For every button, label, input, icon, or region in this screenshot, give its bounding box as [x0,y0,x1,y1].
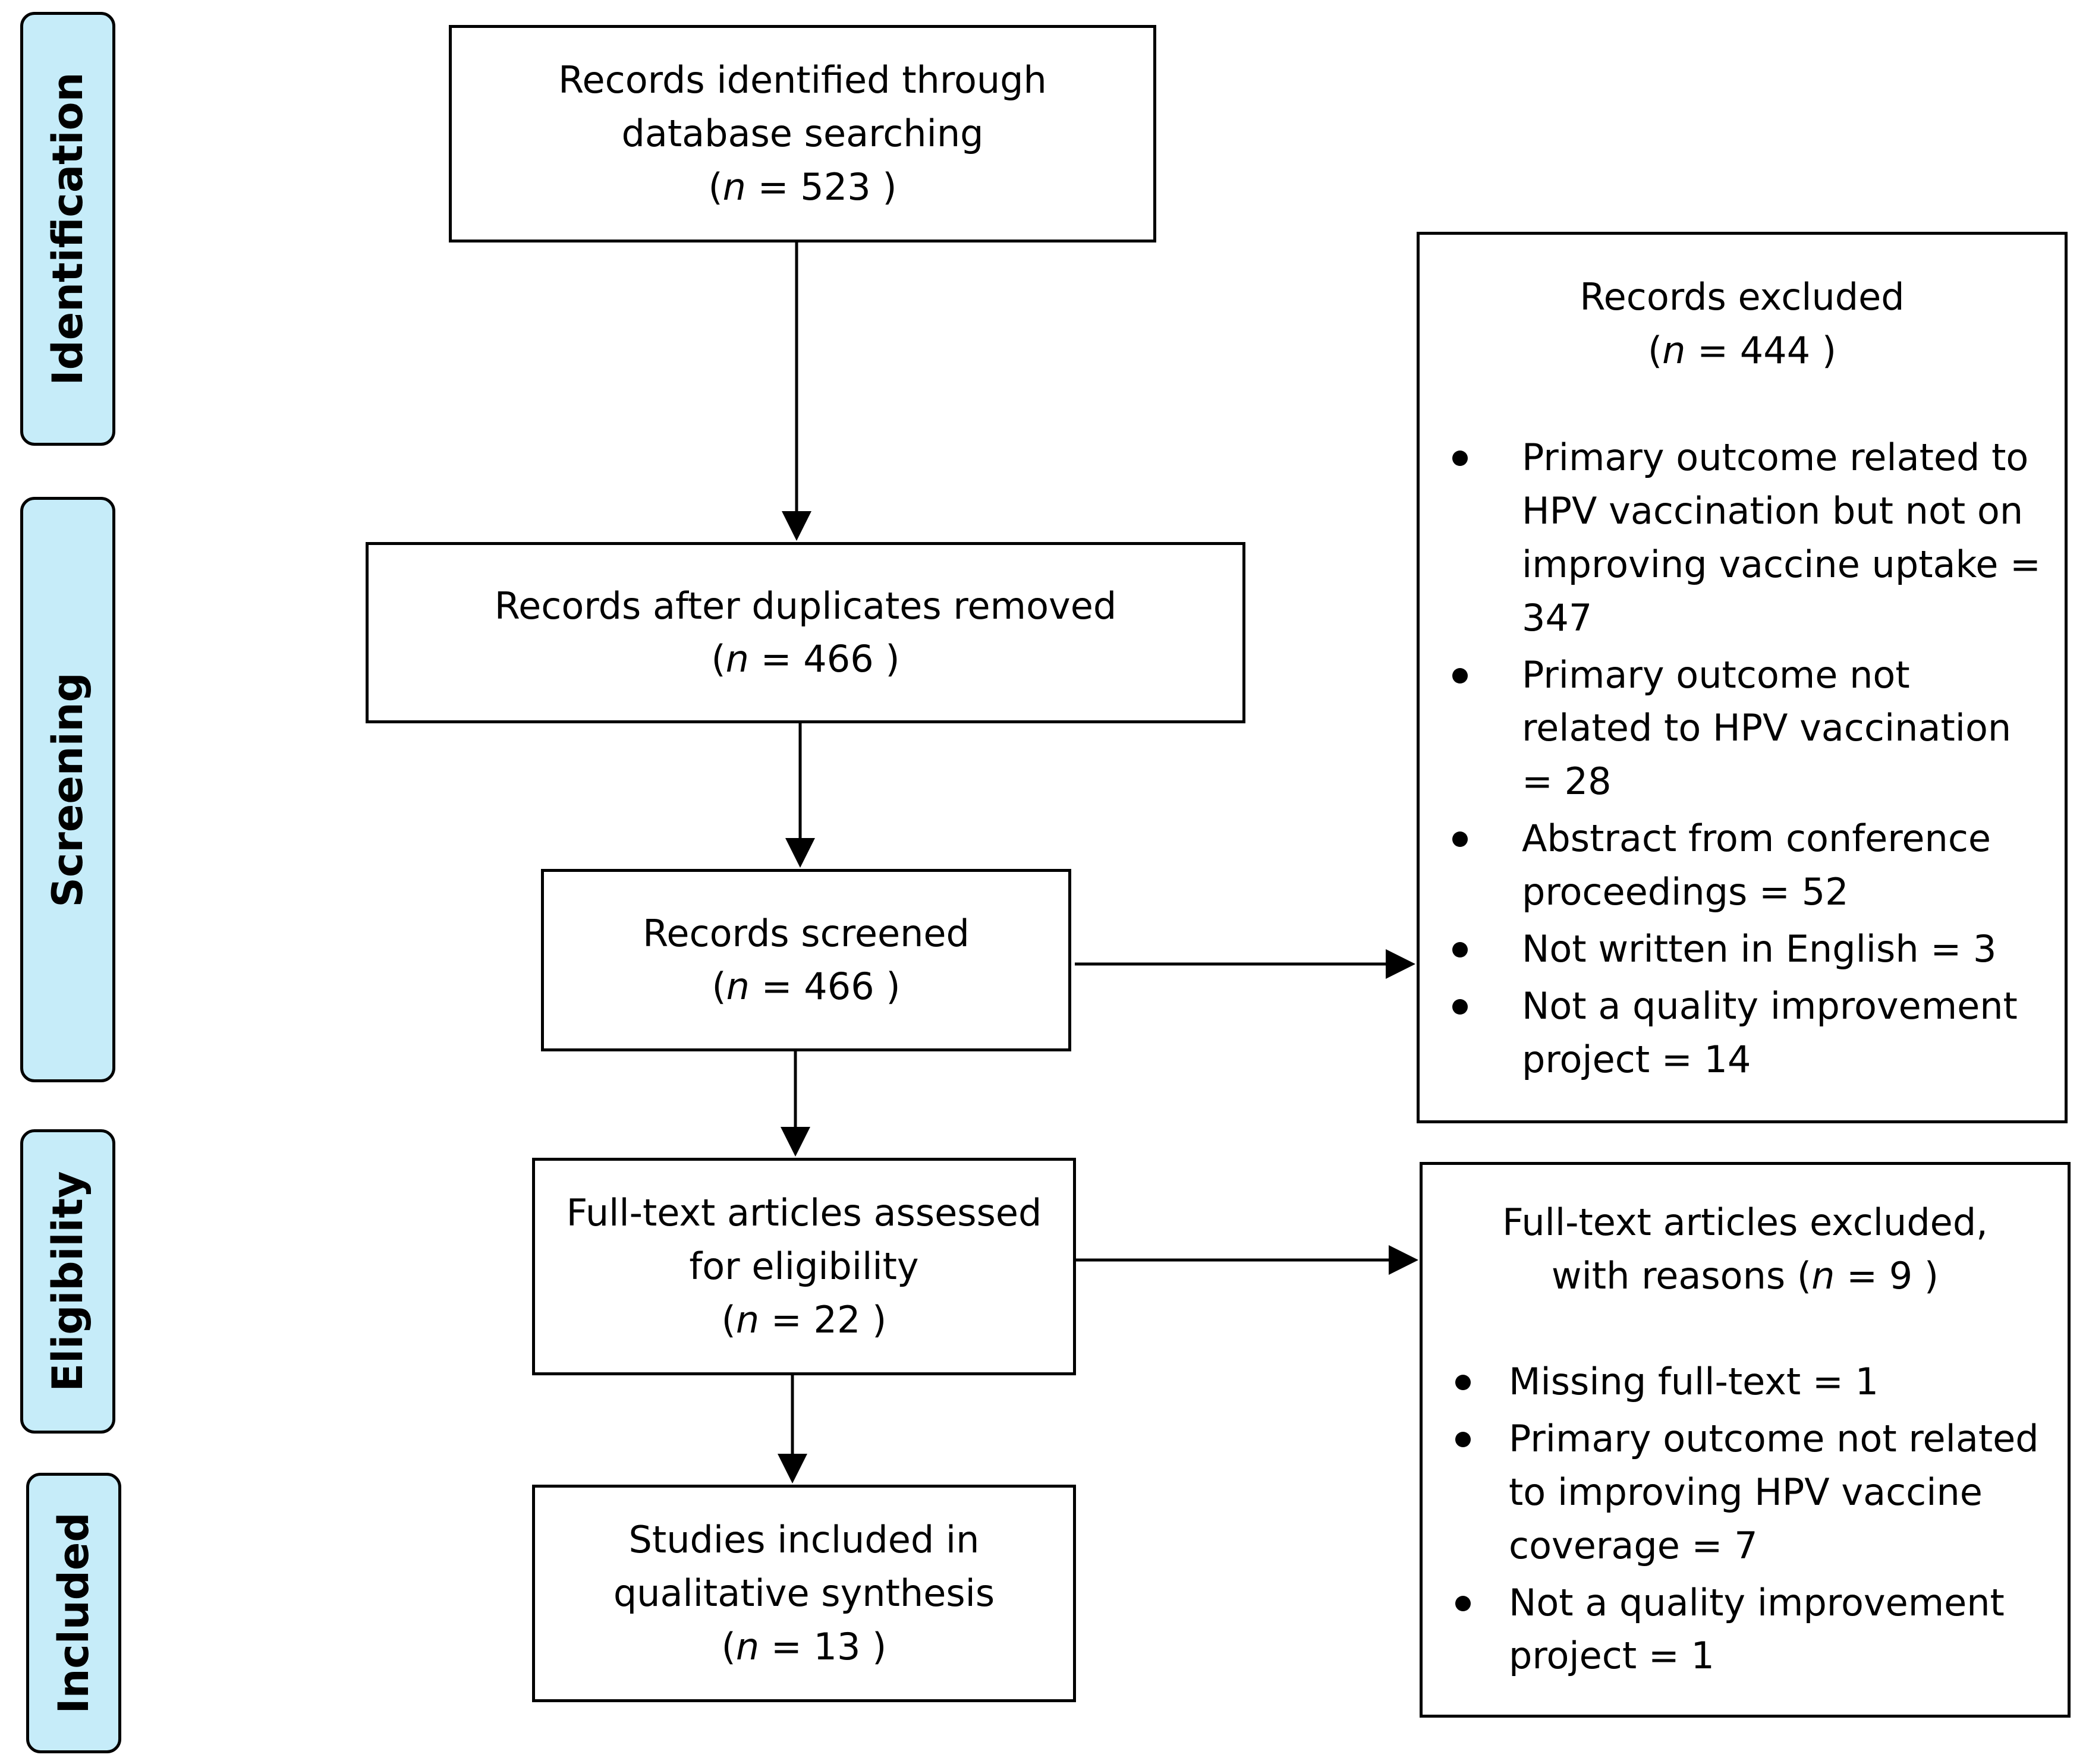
records-excluded-reason: Primary outcome not related to HPV vacci… [1452,648,2041,809]
fulltext-excluded-reason: Primary outcome not related to improving… [1455,1412,2044,1573]
phase-eligibility: Eligibility [20,1129,115,1434]
phase-identification: Identification [20,12,115,446]
bullet-icon [1455,1375,1471,1390]
box-studies-included: Studies included in qualitative synthesi… [532,1485,1076,1702]
bullet-icon [1452,667,1468,683]
fulltext-excluded-title-line2: with reasons (n = 9 ) [1551,1253,1939,1297]
bullet-icon [1452,451,1468,466]
bullet-icon [1452,831,1468,848]
box-records-screened-count: (n = 466 ) [712,965,901,1009]
records-excluded-reasons: Primary outcome related to HPV vaccinati… [1452,431,2041,1090]
box-fulltext-assessed-line1: Full-text articles assessed [566,1191,1042,1235]
records-excluded-reason: Abstract from conference proceedings = 5… [1452,812,2041,919]
records-excluded-reason: Not written in English = 3 [1452,922,2041,976]
bullet-icon [1455,1431,1471,1447]
records-excluded-title: Records excluded [1580,275,1905,319]
box-studies-included-count: (n = 13 ) [721,1624,887,1668]
box-records-identified-line2: database searching [621,112,984,156]
box-records-excluded: Records excluded (n = 444 ) Primary outc… [1417,232,2068,1123]
box-records-screened-line1: Records screened [643,911,970,955]
box-fulltext-assessed: Full-text articles assessed for eligibil… [532,1158,1076,1375]
box-fulltext-assessed-line2: for eligibility [689,1245,919,1289]
box-duplicates-removed-line1: Records after duplicates removed [494,584,1117,628]
records-excluded-count: (n = 444 ) [1647,328,1837,372]
box-duplicates-removed: Records after duplicates removed (n = 46… [366,542,1245,723]
box-studies-included-line1: Studies included in [628,1518,980,1562]
fulltext-excluded-reasons: Missing full-text = 1 Primary outcome no… [1455,1355,2044,1686]
box-records-screened: Records screened (n = 466 ) [541,869,1071,1051]
fulltext-excluded-reason: Not a quality improvement project = 1 [1455,1576,2044,1683]
box-fulltext-excluded: Full-text articles excluded, with reason… [1420,1162,2071,1718]
box-studies-included-line2: qualitative synthesis [613,1571,995,1615]
fulltext-excluded-reason: Missing full-text = 1 [1455,1355,2044,1409]
records-excluded-reason: Primary outcome related to HPV vaccinati… [1452,431,2041,645]
box-fulltext-assessed-count: (n = 22 ) [721,1297,887,1341]
box-records-identified-count: (n = 523 ) [708,165,897,209]
bullet-icon [1452,998,1468,1015]
bullet-icon [1455,1595,1471,1611]
phase-screening: Screening [20,497,115,1082]
box-records-identified: Records identified through database sear… [449,25,1156,242]
fulltext-excluded-title-line1: Full-text articles excluded, [1502,1201,1988,1244]
box-duplicates-removed-count: (n = 466 ) [711,637,900,681]
phase-included: Included [26,1473,121,1753]
box-records-identified-line1: Records identified through [558,58,1047,102]
records-excluded-reason: Not a quality improvement project = 14 [1452,979,2041,1086]
bullet-icon [1452,942,1468,958]
